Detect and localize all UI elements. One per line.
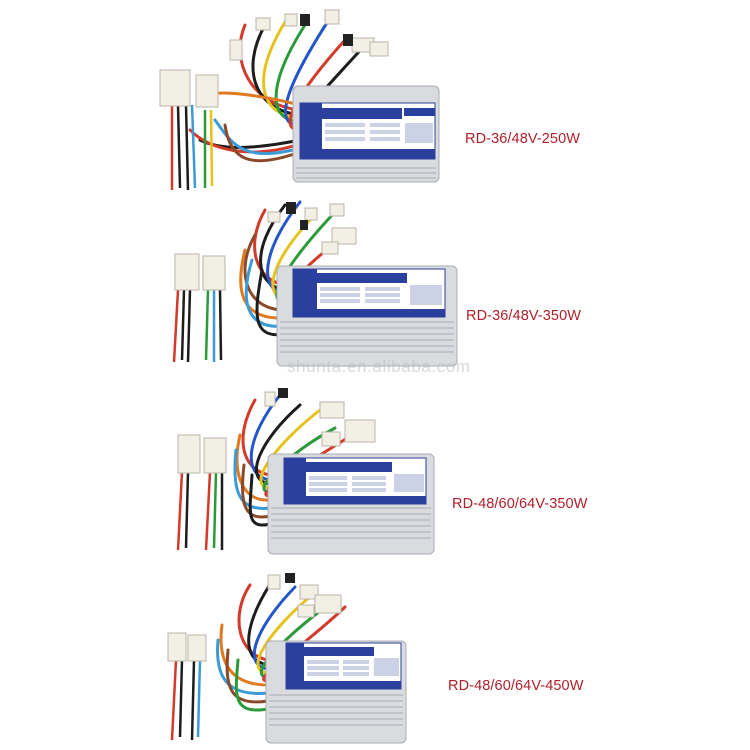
controller-image-3 (176, 388, 435, 555)
product-3: RD-48/60/64V-350W (0, 380, 750, 565)
model-label-2: RD-36/48V-350W (466, 308, 582, 324)
product-1: RD-36/48V-250W (0, 0, 750, 190)
model-label-1: RD-36/48V-250W (465, 131, 581, 147)
controller-image-4 (167, 573, 407, 744)
controller-image-2 (172, 200, 458, 367)
product-4: RD-48/60/64V-450W (0, 565, 750, 750)
model-label-3: RD-48/60/64V-350W (452, 496, 588, 512)
watermark: shunta.en.alibaba.com (287, 357, 471, 376)
product-2: RD-36/48V-350W (0, 190, 750, 380)
model-label-4: RD-48/60/64V-450W (448, 678, 584, 694)
controller-image-1 (159, 9, 440, 190)
